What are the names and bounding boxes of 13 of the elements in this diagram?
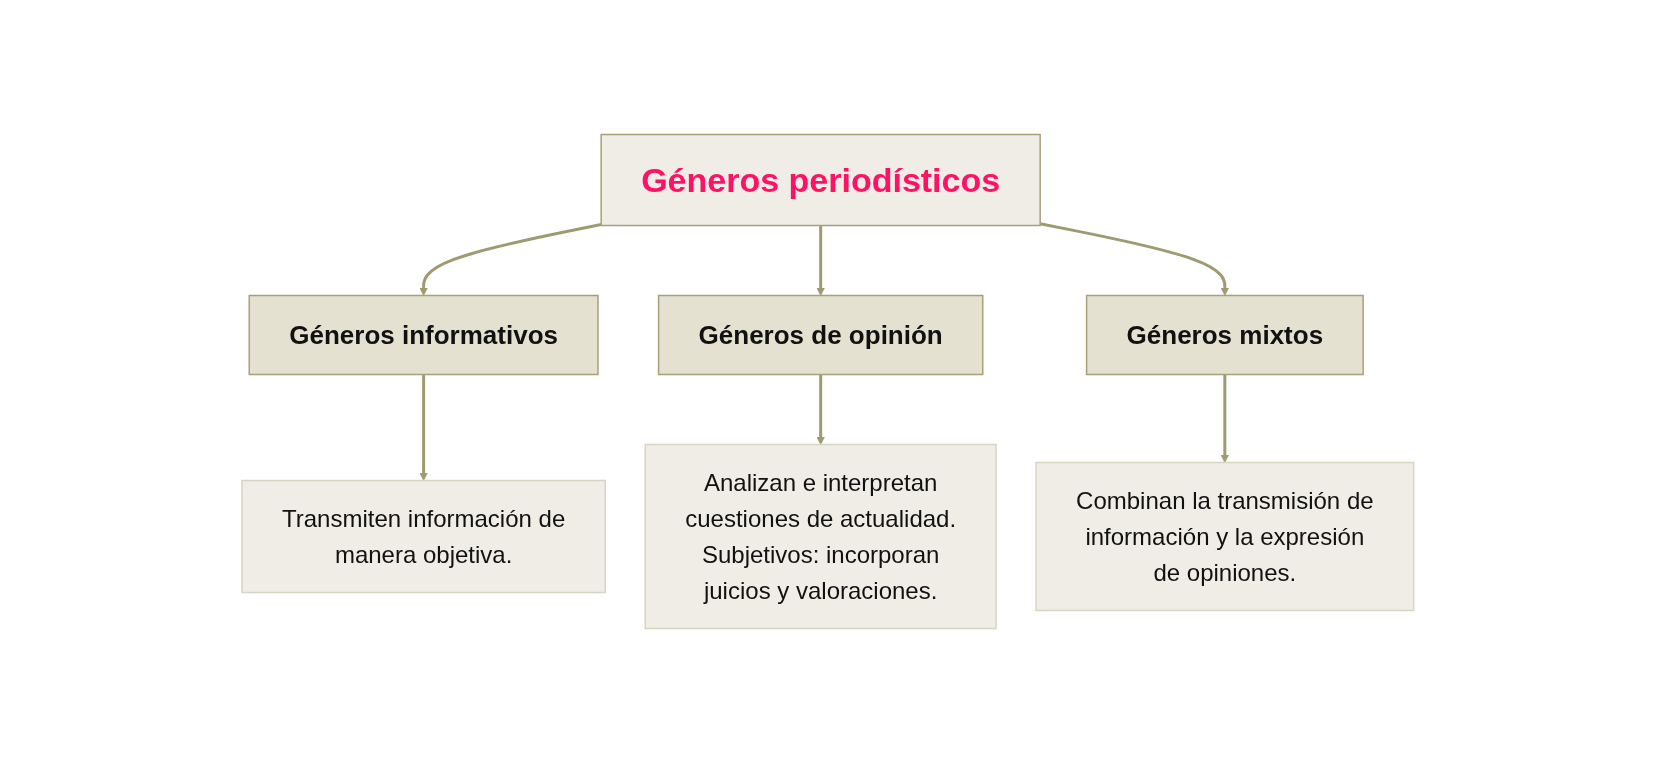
node-box: Géneros mixtos bbox=[1086, 294, 1365, 376]
arrow bbox=[419, 374, 429, 481]
node-box: Combinan la transmisión de información y la expresión de opiniones. bbox=[1035, 461, 1415, 612]
arrow bbox=[816, 374, 826, 445]
arrow bbox=[1220, 374, 1230, 463]
arrow bbox=[1040, 222, 1230, 296]
arrow bbox=[419, 223, 602, 296]
arrow bbox=[816, 225, 826, 296]
node-box: Géneros de opinión bbox=[658, 294, 984, 376]
node-box: Analizan e interpretan cuestiones de actualidad. Subjetivos: incorporan juicios y valoraciones. bbox=[644, 443, 998, 630]
node-box: Géneros periodísticos bbox=[600, 133, 1042, 227]
node-box: Géneros informativos bbox=[248, 294, 599, 376]
node-box: Transmiten información de manera objetiva. bbox=[241, 479, 607, 594]
